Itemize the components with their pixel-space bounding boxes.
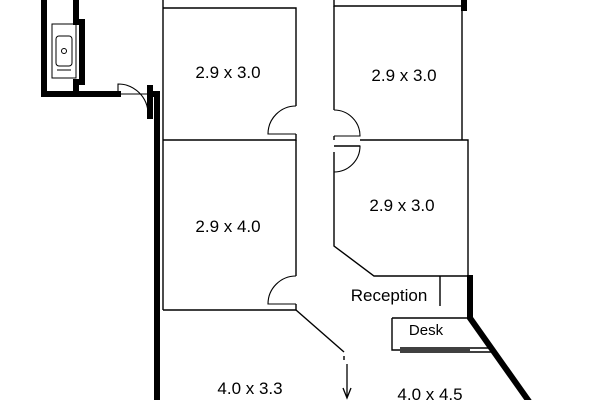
reception-label: Reception — [351, 286, 428, 305]
room-label-mid-right: 2.9 x 3.0 — [369, 196, 434, 215]
sink-icon — [51, 23, 77, 79]
room-label-top-left: 2.9 x 3.0 — [195, 63, 260, 82]
entrance-arrow-icon — [342, 364, 352, 400]
doors — [117, 83, 361, 305]
room-label-mid-left: 2.9 x 4.0 — [195, 217, 260, 236]
room-labels: 2.9 x 3.0 2.9 x 4.0 4.0 x 3.3 2.9 x 3.0 … — [195, 63, 462, 400]
room-label-bottom-right: 4.0 x 4.5 — [397, 385, 462, 400]
desk-label: Desk — [409, 322, 444, 339]
room-label-bottom-left: 4.0 x 3.3 — [217, 379, 282, 398]
exterior-walls — [41, 0, 532, 400]
interior-walls — [162, 0, 494, 360]
room-label-top-right: 2.9 x 3.0 — [371, 66, 436, 85]
